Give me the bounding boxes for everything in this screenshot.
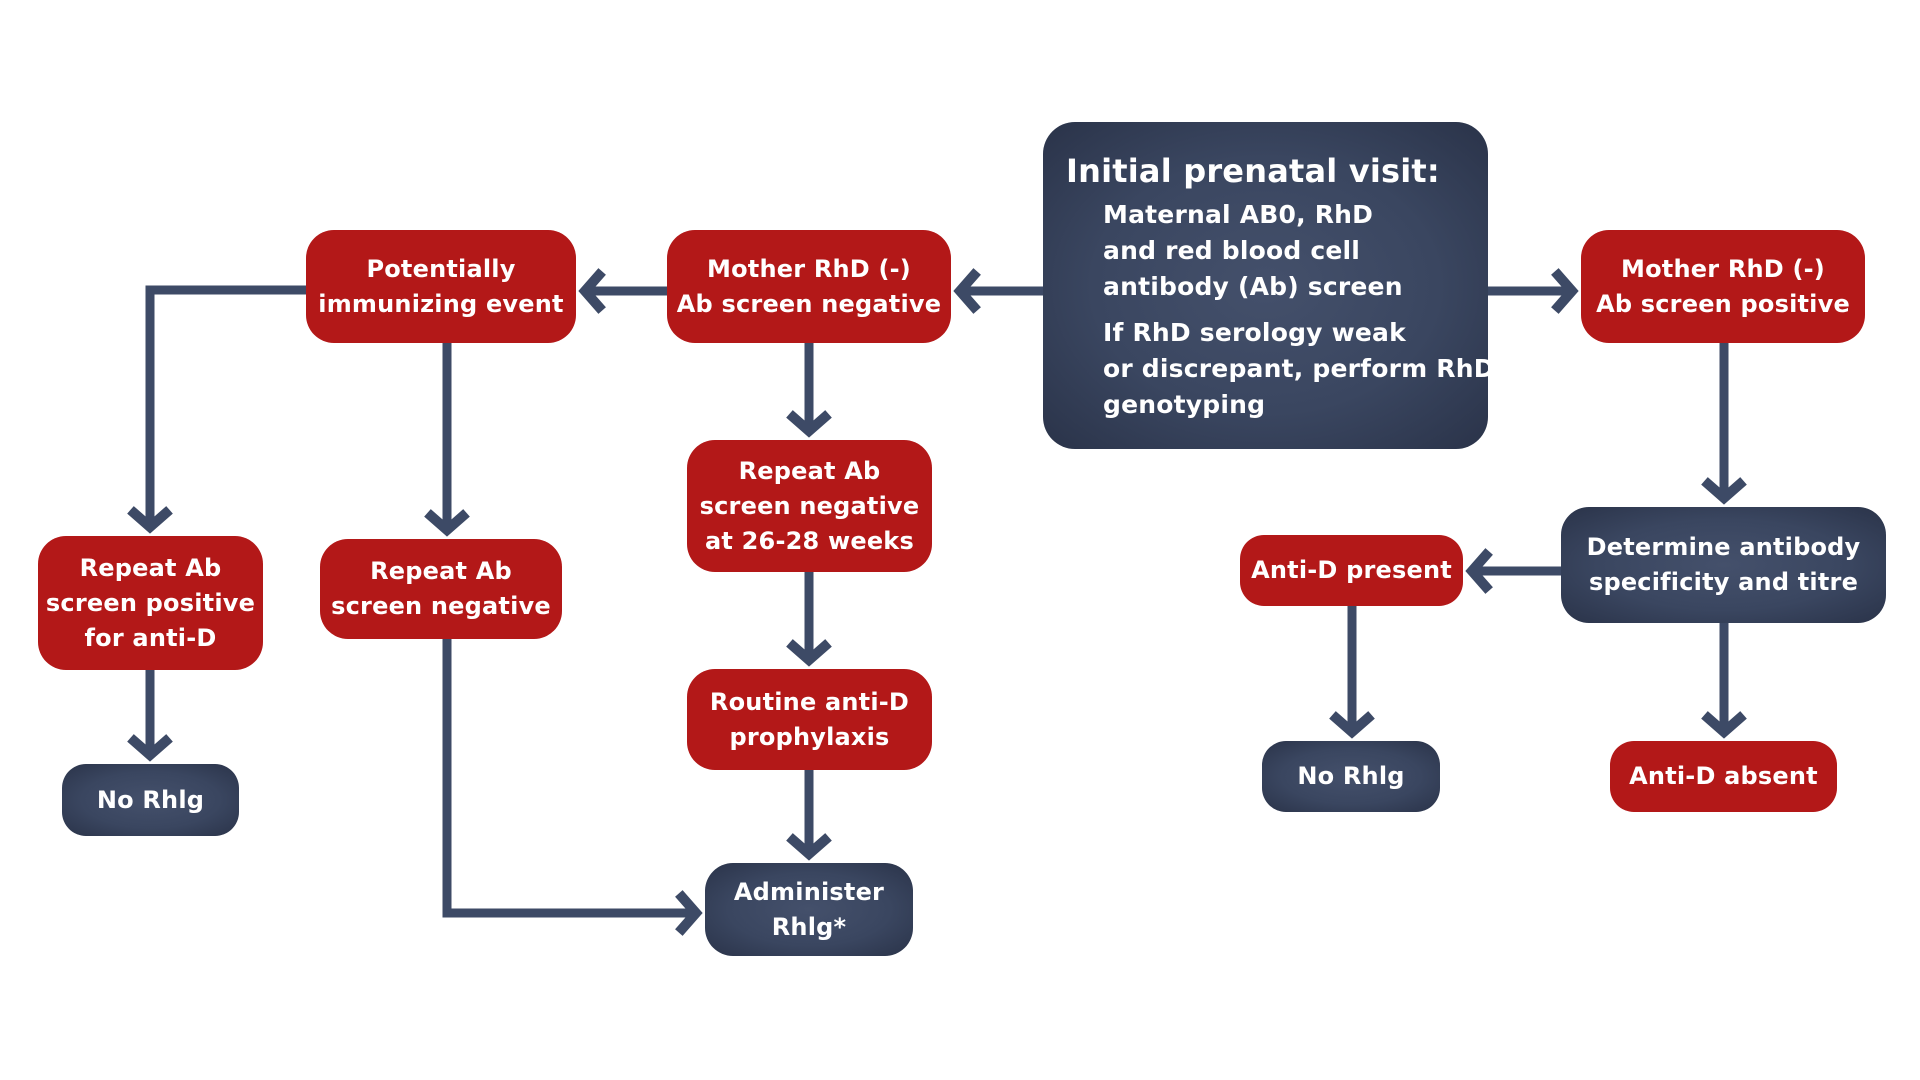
connector-pie-to-repeat_pos [145, 285, 306, 527]
initial-visit-line: Maternal AB0, RhD [1103, 199, 1374, 229]
node-label: Repeat Ab [79, 553, 222, 582]
node-determine-antibody-specificity: Determine antibody specificity and titre [1561, 507, 1886, 623]
arrowhead-icon [675, 890, 703, 936]
node-label: Rhlg* [771, 912, 847, 941]
arrowhead-icon [424, 509, 470, 537]
node-label: Repeat Ab [370, 557, 512, 585]
node-no-rhlg-left: No Rhlg [62, 764, 239, 836]
initial-visit-line: or discrepant, perform RhD [1103, 353, 1495, 383]
node-label: screen positive [45, 588, 256, 617]
arrowhead-icon [578, 268, 606, 314]
node-mother-ab-positive: Mother RhD (-) Ab screen positive [1581, 230, 1865, 343]
node-mother-ab-negative: Mother RhD (-) Ab screen negative [667, 230, 951, 343]
node-repeat-ab-negative: Repeat Ab screen negative [320, 539, 562, 639]
node-label: Determine antibody [1586, 533, 1861, 561]
node-label: at 26-28 weeks [705, 526, 914, 555]
node-label: Potentially [366, 254, 516, 283]
node-label: for anti-D [84, 623, 217, 652]
node-administer-rhlg: Administer Rhlg* [705, 863, 913, 956]
node-label: Ab screen positive [1596, 289, 1850, 318]
node-label: Administer [733, 877, 885, 906]
node-label: Mother RhD (-) [1621, 254, 1825, 283]
arrowhead-icon [1329, 711, 1375, 739]
node-label: Anti-D present [1251, 556, 1452, 584]
node-initial-prenatal-visit: Initial prenatal visit: Maternal AB0, Rh… [1043, 122, 1494, 449]
arrowhead-icon [1551, 268, 1579, 314]
node-label: Repeat Ab [738, 456, 881, 485]
node-label: Routine anti-D [709, 687, 910, 716]
arrowhead-icon [953, 268, 981, 314]
node-repeat-ab-negative-26-28-weeks: Repeat Ab screen negative at 26-28 weeks [687, 440, 932, 572]
node-label: Ab screen negative [676, 289, 942, 318]
node-label: No Rhlg [96, 785, 205, 814]
node-anti-d-absent: Anti-D absent [1610, 741, 1837, 812]
node-no-rhlg-right: No Rhlg [1262, 741, 1440, 812]
node-repeat-ab-positive-anti-d: Repeat Ab screen positive for anti-D [38, 536, 263, 670]
node-label: prophylaxis [729, 722, 890, 751]
initial-visit-line: genotyping [1103, 389, 1266, 419]
initial-visit-title: Initial prenatal visit: [1066, 151, 1440, 190]
node-label: screen negative [331, 592, 551, 620]
arrowhead-icon [786, 639, 832, 667]
initial-visit-line: antibody (Ab) screen [1103, 271, 1403, 301]
initial-visit-line: If RhD serology weak [1103, 317, 1406, 347]
node-potentially-immunizing-event: Potentially immunizing event [306, 230, 576, 343]
node-routine-anti-d-prophylaxis: Routine anti-D prophylaxis [687, 669, 932, 770]
node-label: screen negative [699, 491, 920, 520]
node-label: Anti-D absent [1629, 762, 1818, 790]
node-label: specificity and titre [1588, 568, 1859, 596]
node-label: No Rhlg [1297, 762, 1405, 790]
arrowhead-icon [1701, 711, 1747, 739]
arrowhead-icon [127, 506, 173, 534]
connector-repeat_neg_left-to-administer [442, 639, 696, 918]
arrowhead-icon [786, 410, 832, 438]
node-anti-d-present: Anti-D present [1240, 535, 1463, 606]
arrowhead-icon [1701, 477, 1747, 505]
initial-visit-line: and red blood cell [1103, 235, 1361, 265]
arrowhead-icon [127, 734, 173, 762]
node-label: Mother RhD (-) [707, 254, 911, 283]
arrowhead-icon [786, 833, 832, 861]
arrowhead-icon [1465, 548, 1493, 594]
node-label: immunizing event [318, 289, 564, 318]
